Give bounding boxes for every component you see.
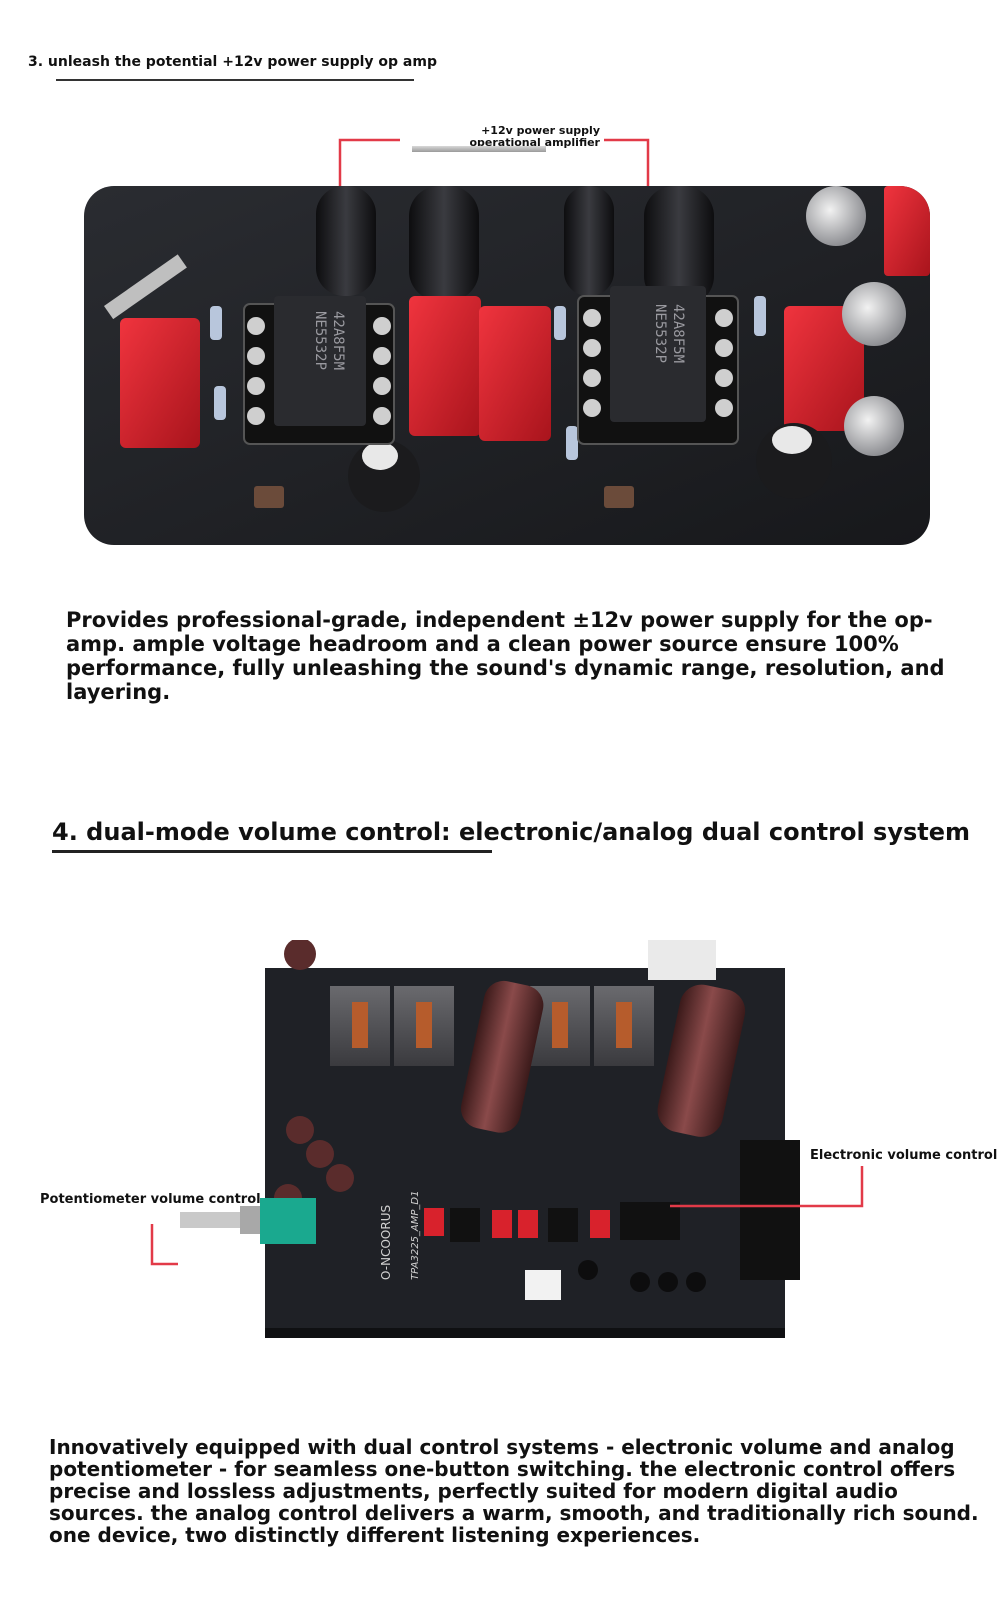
chip1-marking-top: 42A8F5M xyxy=(330,311,346,370)
amp-board-photo: O-NCOORUS TPA3225_AMP_D1 xyxy=(180,938,820,1360)
chip2-marking-part: NE5532P xyxy=(652,304,668,363)
board-model-text: TPA3225_AMP_D1 xyxy=(410,1191,421,1281)
callout-lines-bottom xyxy=(150,1166,864,1266)
section-3-underline xyxy=(56,79,414,81)
chip2-marking-top: 42A8F5M xyxy=(670,304,686,363)
callout-opamp-bar xyxy=(412,146,546,152)
section-4-underline xyxy=(52,850,492,853)
section-4-description: Innovatively equipped with dual control … xyxy=(49,1435,979,1547)
callout-opamp: +12v power supply operational amplifier xyxy=(412,125,600,155)
opamp-board-photo: 42A8F5M NE5532P 42A8F5M NE5532P xyxy=(84,186,930,545)
board-brand-text: O-NCOORUS xyxy=(379,1205,393,1280)
label-electronic-volume: Electronic volume control xyxy=(810,1148,998,1163)
section-4-title: 4. dual-mode volume control: electronic/… xyxy=(52,818,971,846)
section-3-description: Provides professional-grade, independent… xyxy=(66,608,945,704)
chip1-marking-part: NE5532P xyxy=(312,311,328,370)
callout-opamp-label: +12v power supply operational amplifier xyxy=(469,124,600,149)
label-potentiometer-volume: Potentiometer volume control xyxy=(40,1192,261,1207)
section-3-title: 3. unleash the potential +12v power supp… xyxy=(28,54,437,70)
